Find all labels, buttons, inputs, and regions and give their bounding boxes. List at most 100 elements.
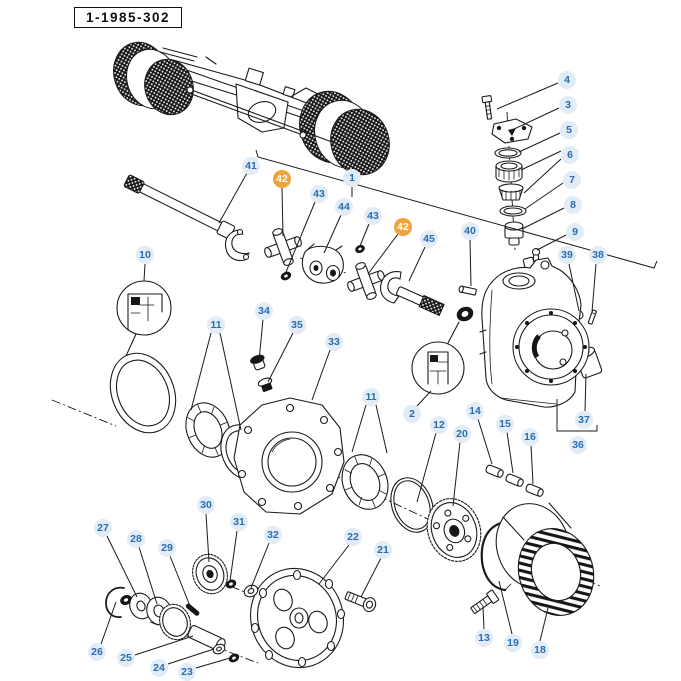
callout-24[interactable]: 24 bbox=[150, 659, 168, 677]
part-fitting-35 bbox=[257, 377, 273, 393]
part-bolt-21 bbox=[344, 591, 377, 613]
callout-7[interactable]: 7 bbox=[563, 171, 581, 189]
part-plug-34 bbox=[250, 354, 266, 371]
callout-11[interactable]: 11 bbox=[362, 388, 380, 406]
callout-45[interactable]: 45 bbox=[420, 230, 438, 248]
part-seal-2 bbox=[447, 306, 474, 344]
part-bolt-4 bbox=[481, 95, 493, 120]
callout-19[interactable]: 19 bbox=[504, 634, 522, 652]
callout-14[interactable]: 14 bbox=[466, 402, 484, 420]
callout-6[interactable]: 6 bbox=[561, 146, 579, 164]
part-kingpin-8 bbox=[504, 221, 524, 246]
leader-line-7 bbox=[524, 182, 564, 210]
leader-line-16 bbox=[530, 444, 534, 485]
callout-30[interactable]: 30 bbox=[197, 496, 215, 514]
leader-lines bbox=[100, 82, 658, 669]
leader-line-6 bbox=[520, 150, 562, 171]
leader-line-31 bbox=[229, 530, 238, 582]
callout-33[interactable]: 33 bbox=[325, 333, 343, 351]
leader-line-39 bbox=[568, 263, 580, 312]
callout-39[interactable]: 39 bbox=[558, 246, 576, 264]
callout-22[interactable]: 22 bbox=[344, 528, 362, 546]
leader-line-13 bbox=[482, 606, 485, 630]
callout-35[interactable]: 35 bbox=[288, 316, 306, 334]
leader-line-41 bbox=[218, 172, 248, 224]
callout-43[interactable]: 43 bbox=[310, 185, 328, 203]
part-seal-5 bbox=[494, 147, 522, 159]
leader-line-11 bbox=[351, 404, 367, 453]
leader-line-8 bbox=[521, 207, 565, 230]
leader-line-11 bbox=[190, 332, 212, 411]
callout-37[interactable]: 37 bbox=[575, 411, 593, 429]
part-knuckle-housing-36 bbox=[479, 257, 590, 408]
part-carrier-plate-22 bbox=[249, 567, 346, 669]
callout-41[interactable]: 41 bbox=[242, 157, 260, 175]
callout-1[interactable]: 1 bbox=[343, 169, 361, 187]
part-planet-gear-30 bbox=[192, 553, 228, 595]
part-clip-38 bbox=[587, 309, 597, 325]
leader-line-43 bbox=[359, 223, 370, 247]
drawing-number-text: 1-1985-302 bbox=[86, 10, 171, 25]
part-washer-23 bbox=[228, 653, 240, 663]
callout-32[interactable]: 32 bbox=[264, 526, 282, 544]
callout-10[interactable]: 10 bbox=[136, 246, 154, 264]
callout-42-highlighted[interactable]: 42 bbox=[394, 218, 412, 236]
part-pin-29 bbox=[185, 603, 200, 616]
leader-line-12 bbox=[416, 432, 437, 503]
leader-line-20 bbox=[452, 441, 461, 507]
part-bearing-6a bbox=[495, 160, 523, 183]
callout-12[interactable]: 12 bbox=[430, 416, 448, 434]
callout-34[interactable]: 34 bbox=[255, 302, 273, 320]
callout-44[interactable]: 44 bbox=[335, 198, 353, 216]
leader-line-25 bbox=[134, 635, 194, 656]
callout-21[interactable]: 21 bbox=[374, 541, 392, 559]
part-axle-shaft-41 bbox=[123, 174, 250, 262]
leader-line-4 bbox=[496, 82, 559, 110]
part-ring-gear-18 bbox=[495, 502, 595, 616]
leader-line-18 bbox=[539, 607, 549, 642]
callout-15[interactable]: 15 bbox=[496, 415, 514, 433]
callout-11[interactable]: 11 bbox=[207, 316, 225, 334]
callout-13[interactable]: 13 bbox=[475, 629, 493, 647]
callout-23[interactable]: 23 bbox=[178, 663, 196, 681]
callout-42-highlighted[interactable]: 42 bbox=[273, 170, 291, 188]
part-ring-7 bbox=[499, 205, 527, 217]
leader-line-35 bbox=[267, 332, 294, 383]
callout-40[interactable]: 40 bbox=[461, 222, 479, 240]
callout-4[interactable]: 4 bbox=[558, 71, 576, 89]
leader-line-42 bbox=[367, 233, 399, 275]
leader-line-28 bbox=[138, 546, 158, 605]
callout-29[interactable]: 29 bbox=[158, 539, 176, 557]
leader-line-45 bbox=[408, 246, 426, 282]
callout-18[interactable]: 18 bbox=[531, 641, 549, 659]
callout-28[interactable]: 28 bbox=[127, 530, 145, 548]
leader-line-38 bbox=[591, 263, 597, 313]
leader-line-14 bbox=[477, 418, 493, 465]
callout-9[interactable]: 9 bbox=[566, 223, 584, 241]
callout-16[interactable]: 16 bbox=[521, 428, 539, 446]
callout-20[interactable]: 20 bbox=[453, 425, 471, 443]
leader-line-19 bbox=[498, 580, 513, 635]
callout-3[interactable]: 3 bbox=[559, 96, 577, 114]
callout-5[interactable]: 5 bbox=[560, 121, 578, 139]
part-double-yoke-44 bbox=[301, 243, 344, 284]
callout-27[interactable]: 27 bbox=[94, 519, 112, 537]
part-pin-14 bbox=[485, 464, 504, 478]
callout-31[interactable]: 31 bbox=[230, 513, 248, 531]
callout-8[interactable]: 8 bbox=[564, 196, 582, 214]
part-cap-3 bbox=[491, 118, 533, 144]
callout-26[interactable]: 26 bbox=[88, 643, 106, 661]
leader-line-32 bbox=[250, 542, 270, 589]
leader-line-44 bbox=[323, 214, 342, 254]
detail-inset-10 bbox=[116, 280, 172, 357]
callout-2[interactable]: 2 bbox=[403, 405, 421, 423]
leader-line-1 bbox=[255, 149, 658, 269]
leader-line-37 bbox=[584, 373, 587, 412]
callout-36[interactable]: 36 bbox=[569, 436, 587, 454]
leader-line-10 bbox=[143, 263, 146, 282]
callout-25[interactable]: 25 bbox=[117, 649, 135, 667]
callout-43[interactable]: 43 bbox=[364, 207, 382, 225]
leader-line-9 bbox=[536, 234, 567, 251]
callout-38[interactable]: 38 bbox=[589, 246, 607, 264]
